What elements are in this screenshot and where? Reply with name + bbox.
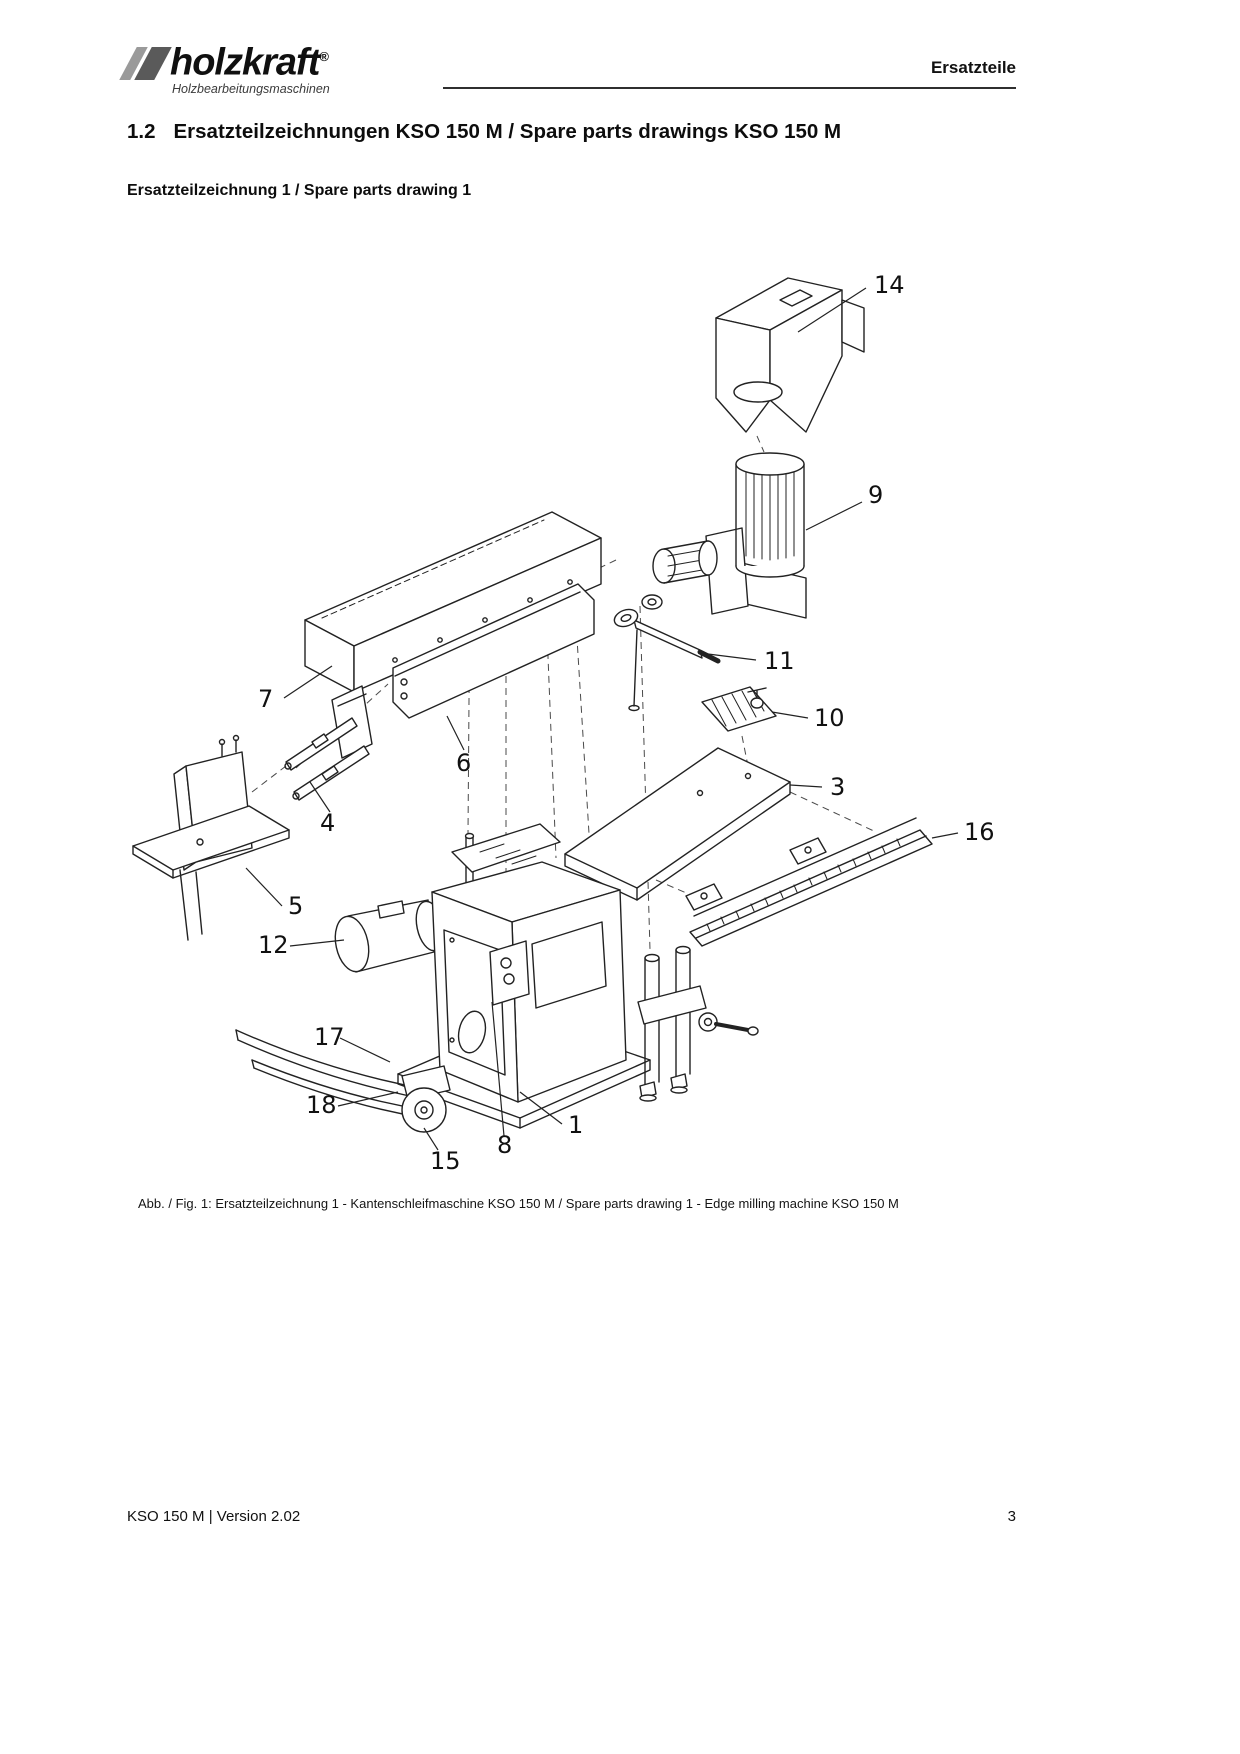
callout-label-15: 15 [430,1147,461,1175]
section-heading-number: 1.2 [127,120,156,143]
callout-label-16: 16 [964,818,995,846]
part-5-support-bracket [132,734,290,941]
part-4-tension-rods [284,685,373,801]
section-heading-text: Ersatzteilzeichnungen KSO 150 M / Spare … [173,120,842,143]
callout-label-18: 18 [306,1091,337,1119]
part-11-clamping-lever [613,608,721,712]
callout-label-7: 7 [258,685,273,713]
callout-label-9: 9 [868,481,883,509]
logo-tagline: Holzbearbeitungsmaschinen [172,81,330,96]
callout-label-12: 12 [258,931,289,959]
part-16-fence-rail [685,817,933,947]
callout-labels: 14 9 11 10 3 16 7 6 4 5 12 17 18 15 8 1 [258,271,995,1175]
logo-brand-text: holzkraft® [170,41,329,84]
section-heading: 1.2 Ersatzteilzeichnungen KSO 150 M / Sp… [127,120,841,144]
callout-label-17: 17 [314,1023,345,1051]
part-6-platen [392,583,595,719]
part-9-motor-unit [641,452,807,619]
callout-label-14: 14 [874,271,905,299]
exploded-view-drawing: 14 9 11 10 3 16 7 6 4 5 12 17 18 15 8 1 [132,271,995,1175]
header-rule [443,87,1016,89]
holzkraft-logo: holzkraft® Holzbearbeitungsmaschinen [119,40,330,96]
logo-mark-icon [119,46,172,80]
part-8-switch [489,940,530,1006]
part-15-wheel [401,1065,451,1133]
part-7-cover-channel [304,511,602,693]
callout-leader-lines [245,287,959,1151]
callout-label-8: 8 [497,1131,512,1159]
footer-document-version: KSO 150 M | Version 2.02 [127,1508,301,1525]
part-10-sanding-pad [701,686,777,732]
callout-label-6: 6 [456,749,471,777]
part-14-extraction-hood [715,277,865,433]
drawing-subheading: Ersatzteilzeichnung 1 / Spare parts draw… [127,182,472,199]
header-section-label: Ersatzteile [930,58,1016,77]
registered-mark: ® [319,49,329,64]
callout-label-3: 3 [830,773,845,801]
footer-page-number: 3 [1007,1508,1016,1525]
callout-label-10: 10 [814,704,845,732]
callout-label-1: 1 [568,1111,583,1139]
part-3-table [564,747,791,901]
height-adjuster-assembly [637,945,759,1102]
callout-label-4: 4 [320,809,335,837]
callout-label-5: 5 [288,892,303,920]
callout-label-11: 11 [764,647,795,675]
figure-caption: Abb. / Fig. 1: Ersatzteilzeichnung 1 - K… [138,1196,899,1211]
part-1-machine-stand [397,823,651,1129]
